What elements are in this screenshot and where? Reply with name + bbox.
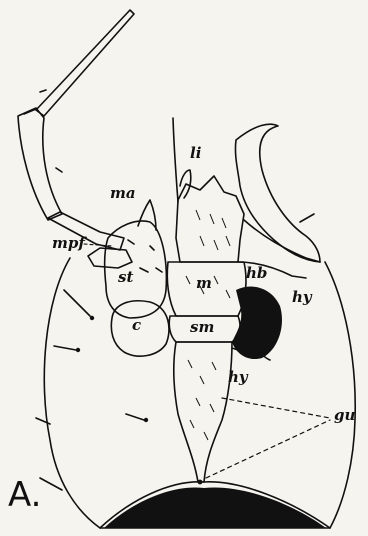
occipital-foramen: [104, 487, 326, 528]
labial-palp: [173, 118, 178, 202]
label-gu: gu: [334, 408, 355, 423]
label-m: m: [196, 276, 212, 291]
label-mpf: mpf: [52, 236, 85, 251]
maxillary-palp-segment-1: [36, 10, 134, 116]
palpifer: [88, 248, 132, 268]
label-st: st: [118, 270, 133, 285]
label-sm: sm: [190, 320, 214, 335]
gula: [174, 342, 232, 482]
panel-letter: A.: [8, 478, 41, 512]
label-c: c: [132, 318, 141, 333]
right-mandible-base: [244, 220, 320, 262]
ligula: [176, 176, 244, 262]
label-hy-upper: hy: [292, 290, 312, 305]
label-hy-lower: hy: [228, 370, 248, 385]
label-ma: ma: [110, 186, 136, 201]
right-mandible: [235, 124, 320, 262]
label-li: li: [190, 146, 201, 161]
label-hb: hb: [246, 266, 267, 281]
maxillary-palp-segment-2: [18, 108, 62, 220]
